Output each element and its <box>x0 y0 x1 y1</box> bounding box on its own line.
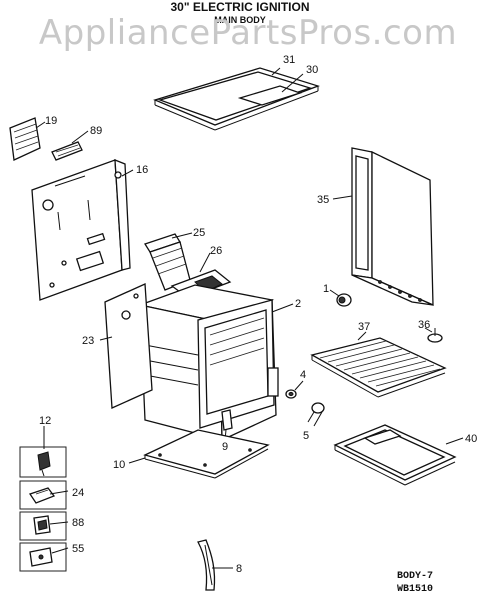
callout-88: 88 <box>72 517 84 529</box>
callout-12: 12 <box>39 415 51 427</box>
callout-37: 37 <box>358 321 370 333</box>
small-part-box-24 <box>19 480 67 510</box>
drawer-pan-part <box>333 424 457 486</box>
side-panel-left-part <box>104 283 153 409</box>
callout-26: 26 <box>210 245 222 257</box>
oven-body-part <box>137 284 279 442</box>
small-part-box-88 <box>19 511 67 541</box>
callout-30: 30 <box>306 64 318 76</box>
callout-9: 9 <box>222 441 228 453</box>
callout-31: 31 <box>283 54 295 66</box>
handle-part <box>197 539 216 591</box>
callout-2: 2 <box>295 298 301 310</box>
grommet-part <box>285 389 297 399</box>
callout-89: 89 <box>90 125 102 137</box>
callout-40: 40 <box>465 433 477 445</box>
callout-10: 10 <box>113 459 125 471</box>
panel-part-89 <box>51 141 83 161</box>
rear-panel-part <box>31 159 131 301</box>
callout-23: 23 <box>82 335 94 347</box>
side-panel-part <box>351 147 434 307</box>
callout-8: 8 <box>236 563 242 575</box>
watermark: AppliancePartsPros.com <box>39 13 457 53</box>
clip-part <box>221 409 233 431</box>
callout-35: 35 <box>317 194 329 206</box>
diagram-title: 30" ELECTRIC IGNITION <box>170 0 309 14</box>
leg-part <box>307 402 325 427</box>
diagram-code: BODY-7 <box>397 571 433 582</box>
bracket-part-19 <box>9 117 41 161</box>
top-panel-part <box>153 67 320 131</box>
small-part-box-55 <box>19 542 67 572</box>
callout-36: 36 <box>418 319 430 331</box>
callout-4: 4 <box>300 369 306 381</box>
callout-25: 25 <box>193 227 205 239</box>
part-code: WB1510 <box>397 584 433 595</box>
small-part-box-12 <box>19 446 67 478</box>
callout-55: 55 <box>72 543 84 555</box>
knob-part <box>336 293 352 307</box>
callout-24: 24 <box>72 487 84 499</box>
rack-support-part <box>427 328 443 343</box>
callout-16: 16 <box>136 164 148 176</box>
callout-19: 19 <box>45 115 57 127</box>
bottom-panel-part <box>143 429 270 479</box>
diagram-subtitle: MAIN BODY <box>214 15 266 25</box>
oven-rack-part <box>310 337 447 398</box>
callout-1: 1 <box>323 283 329 295</box>
callout-5: 5 <box>303 430 309 442</box>
